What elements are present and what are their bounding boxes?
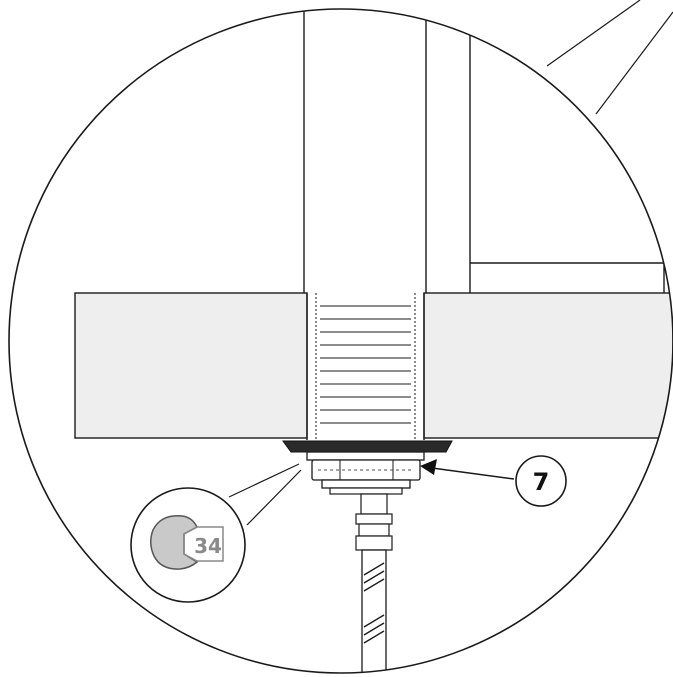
threaded-shank bbox=[306, 293, 425, 440]
connection-fitting bbox=[355, 493, 393, 551]
callout-label: 7 bbox=[533, 468, 550, 496]
countertop bbox=[74, 292, 673, 439]
wrench-indicator: 34 bbox=[130, 463, 302, 603]
gasket bbox=[282, 440, 453, 453]
wrench-badge-circle bbox=[130, 487, 246, 603]
magnifier-leader-lines bbox=[546, 0, 673, 115]
wrench-size-label: 34 bbox=[194, 534, 222, 558]
braided-hose bbox=[361, 549, 387, 673]
callout-7: 7 bbox=[420, 455, 567, 507]
magnified-content bbox=[74, 9, 673, 673]
wall-step bbox=[470, 262, 673, 293]
wrench-jaw-outline bbox=[183, 526, 224, 562]
callout-circle bbox=[515, 455, 567, 507]
magnifier-circle bbox=[8, 8, 673, 674]
faucet-column bbox=[303, 9, 471, 293]
fixing-nut bbox=[306, 451, 425, 495]
callout-arrowhead bbox=[420, 459, 437, 475]
